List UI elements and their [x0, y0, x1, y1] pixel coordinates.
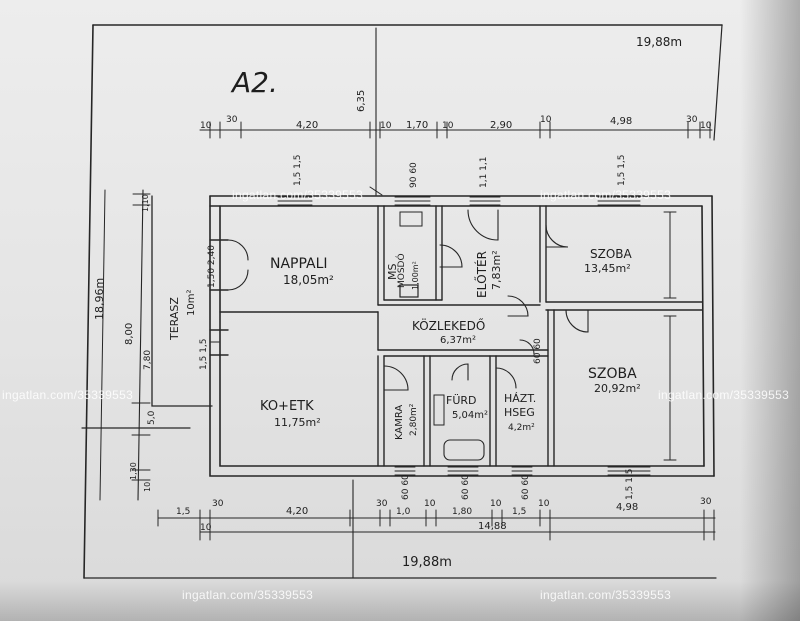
windows [210, 196, 651, 476]
window-size-label: 1,5 1,5 [293, 155, 303, 187]
bottom-dim-label: 30 [700, 497, 712, 507]
overall-width-bottom: 19,88m [402, 555, 452, 570]
bottom-dimension-ticks [157, 509, 715, 541]
room-name-szoba-1: SZOBA [590, 247, 633, 261]
left-dim-label: 1,30 [129, 462, 138, 480]
room-area-konyha-etkezo: 11,75m² [274, 416, 321, 429]
room-name-hseg: HSEG [504, 406, 535, 419]
window-size-label: 60 60 [521, 474, 531, 500]
page-bottom-shadow [0, 581, 800, 621]
page-edge-shadow [740, 0, 800, 621]
watermark: ingatlan.com/35339553 [232, 188, 364, 202]
window-size-label: 1,1 1,1 [479, 157, 489, 189]
top-dim-label: 10 [380, 121, 392, 131]
room-name-konyha-etkezo: KO+ETK [260, 399, 314, 414]
left-dim-label: 1,10 [141, 194, 150, 212]
interior-walls [209, 205, 703, 467]
window-size-label: 60 60 [461, 474, 471, 500]
left-dim-label: 7,80 [143, 350, 153, 370]
room-area-kozlekedo: 6,37m² [440, 335, 476, 346]
room-area-mosdo: 1,00m² [411, 261, 420, 290]
bottom-dim-label: 1,5 [512, 507, 526, 517]
top-dimension-ticks [209, 121, 711, 139]
window-size-label: 1,5 1,5 [625, 469, 635, 501]
terrace-outline [151, 195, 213, 407]
room-area-szoba-1: 13,45m² [584, 262, 631, 275]
room-area-nappali: 18,05m² [283, 273, 334, 287]
watermark: ingatlan.com/35339553 [2, 388, 134, 402]
left-dim-label: 8,00 [124, 323, 135, 345]
watermark: ingatlan.com/35339553 [540, 588, 672, 602]
bottom-dim-label: 1,5 [176, 507, 190, 517]
bottom-dim-label: 1,80 [452, 507, 472, 517]
watermark: ingatlan.com/35339553 [658, 388, 790, 402]
room-name-eloter: ELŐTÉR [474, 251, 489, 298]
height-dim-label: 6,35 [356, 90, 367, 112]
room-area-hseg: 4,2m² [508, 423, 535, 433]
room-name-ms: MS [386, 264, 399, 280]
room-area-terasz: 10m² [186, 290, 197, 316]
left-dim-label: 5,0 [147, 410, 157, 425]
top-dim-label: 10 [442, 121, 454, 131]
room-name-kamra: KAMRA [394, 405, 405, 440]
top-dim-label: 2,90 [490, 120, 512, 131]
room-area-szoba-2: 20,92m² [594, 382, 641, 395]
room-area-eloter: 7,83m² [490, 250, 503, 290]
top-dim-label: 30 [686, 115, 698, 125]
terrace-door-size-label: 1,50 2,40 [207, 245, 217, 288]
watermark: ingatlan.com/35339553 [182, 588, 314, 602]
bottom-dim-label: 10 [200, 523, 212, 533]
room-name-terasz: TERASZ [168, 297, 181, 341]
top-dim-label: 10 [700, 121, 712, 131]
window-size-label: 1,5 1,5 [199, 339, 209, 371]
top-dim-label: 30 [226, 115, 238, 125]
bottom-dim-label: 4,98 [616, 502, 638, 513]
top-dim-label: 1,70 [406, 120, 428, 131]
room-area-furdo: 5,04m² [452, 410, 488, 421]
window-size-label: 90 60 [409, 162, 419, 188]
door-swings [227, 209, 589, 391]
room-area-kamra: 2,80m² [409, 403, 419, 436]
bottom-dim-label: 30 [212, 499, 224, 509]
top-dim-label: 4,98 [610, 116, 632, 127]
bottom-dim-label: 10 [424, 499, 436, 509]
sink [399, 211, 423, 227]
room-name-szoba-2: SZOBA [588, 366, 637, 382]
frame-right [713, 24, 723, 141]
sheet-label: A2. [230, 66, 278, 99]
room-name-haztartas: HÁZT. [504, 392, 536, 405]
top-dim-label: 10 [540, 115, 552, 125]
top-dim-label: 4,20 [296, 120, 318, 131]
left-dimension-line [137, 189, 144, 501]
bathtub [443, 439, 485, 461]
overall-height-label: 18,96m [93, 278, 106, 320]
window-size-label: 1,5 1,5 [617, 155, 627, 187]
room-name-kozlekedo: KÖZLEKEDŐ [412, 317, 485, 333]
bottom-dim-label: 10 [490, 499, 502, 509]
window-size-label: 60 60 [533, 338, 543, 364]
watermark: ingatlan.com/35339553 [540, 188, 672, 202]
top-dim-label: 10 [200, 121, 212, 131]
bottom-dim-label: 4,20 [286, 506, 308, 517]
window-size-label: 60 60 [401, 474, 411, 500]
frame-left [83, 24, 94, 579]
bottom-dim-label: 30 [376, 499, 388, 509]
room-name-nappali: NAPPALI [270, 256, 328, 272]
bottom-dim-label: 10 [538, 499, 550, 509]
room-name-mosdo: MOSDÓ [395, 253, 407, 288]
overall-width-top: 19,88m [636, 35, 682, 49]
room-name-furdo: FÜRD [446, 394, 477, 407]
bottom-dim-label: 1,0 [396, 507, 411, 517]
left-dim-label: 10 [143, 482, 152, 492]
bottom-dim-label: 14,88 [478, 521, 507, 532]
